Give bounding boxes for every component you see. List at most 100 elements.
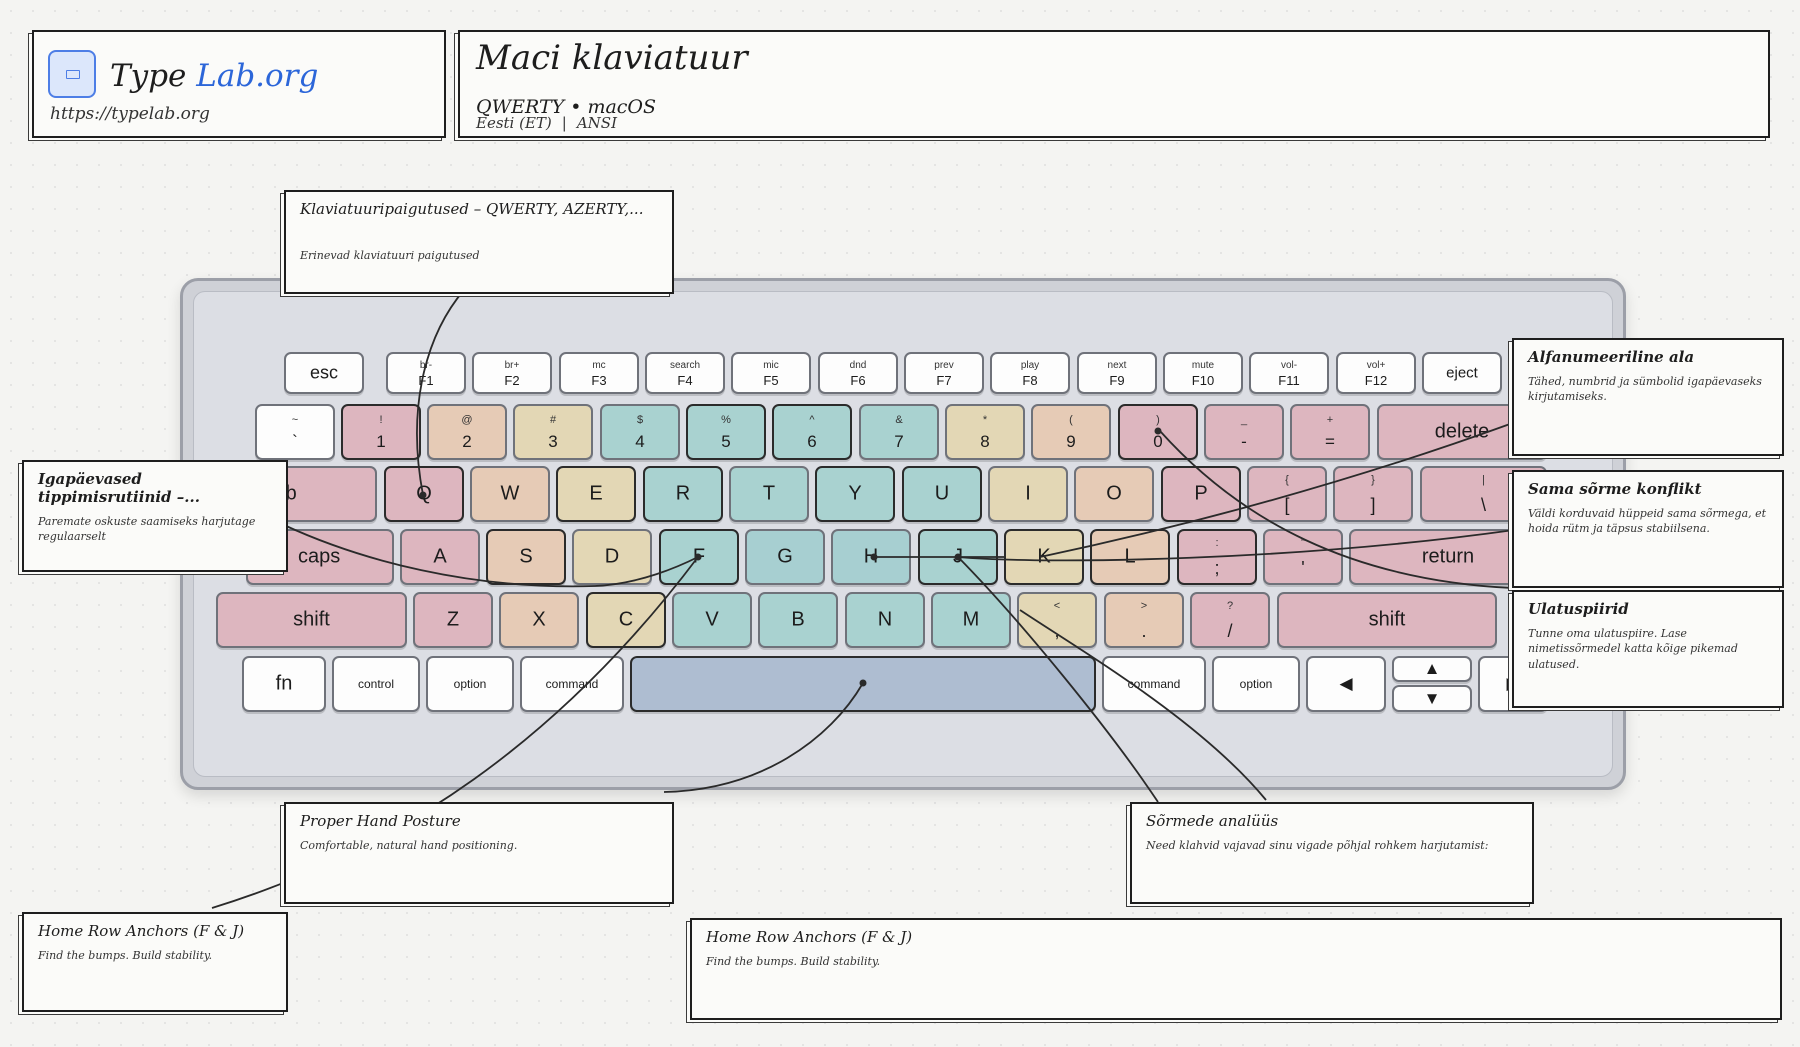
- key-m[interactable]: M: [931, 592, 1011, 648]
- arrow-left-icon: ◀: [1339, 674, 1353, 693]
- callout-anchors-bottom: Home Row Anchors (F & J) Find the bumps.…: [690, 918, 1782, 1020]
- key-fn[interactable]: fn: [242, 656, 326, 712]
- key-2[interactable]: @2: [427, 404, 507, 460]
- callout-anchors-bottom-body: Find the bumps. Build stability.: [706, 955, 881, 968]
- logo-url[interactable]: https://typelab.org: [50, 104, 210, 124]
- key-b[interactable]: B: [758, 592, 838, 648]
- key-h[interactable]: H: [831, 529, 911, 585]
- key-y[interactable]: Y: [815, 466, 895, 522]
- key-f2[interactable]: br+F2: [472, 352, 552, 394]
- key-3[interactable]: #3: [513, 404, 593, 460]
- key-command-left[interactable]: command: [520, 656, 624, 712]
- key-comma[interactable]: <,: [1017, 592, 1097, 648]
- key-0[interactable]: )0: [1118, 404, 1198, 460]
- callout-anchors-left-title: Home Row Anchors (F & J): [38, 922, 245, 940]
- key-8[interactable]: *8: [945, 404, 1025, 460]
- key-w[interactable]: W: [470, 466, 550, 522]
- key-backtick[interactable]: ~`: [255, 404, 335, 460]
- key-4[interactable]: $4: [600, 404, 680, 460]
- layout-subtitle: QWERTY • macOS: [476, 96, 657, 118]
- key-p[interactable]: P: [1161, 466, 1241, 522]
- callout-layouts-title: Klaviatuuripaigutused – QWERTY, AZERTY,.…: [300, 200, 644, 218]
- callout-fingers-title: Sõrmede analüüs: [1146, 812, 1279, 830]
- key-period[interactable]: >.: [1104, 592, 1184, 648]
- key-i[interactable]: I: [988, 466, 1068, 522]
- key-l[interactable]: L: [1090, 529, 1170, 585]
- key-9[interactable]: (9: [1031, 404, 1111, 460]
- key-rbracket[interactable]: }]: [1333, 466, 1413, 522]
- key-semicolon[interactable]: :;: [1177, 529, 1257, 585]
- key-eject[interactable]: eject: [1422, 352, 1502, 394]
- callout-routine-title: Igapäevased tippimisrutiinid –...: [38, 470, 200, 506]
- callout-layouts-body: Erinevad klaviatuuri paigutused: [300, 249, 480, 262]
- key-j[interactable]: J: [918, 529, 998, 585]
- callout-layouts: Klaviatuuripaigutused – QWERTY, AZERTY,.…: [284, 190, 674, 294]
- callout-fingers-body: Need klahvid vajavad sinu vigade põhjal …: [1146, 839, 1489, 852]
- key-q[interactable]: Q: [384, 466, 464, 522]
- callout-samefinger-body: Väldi korduvaid hüppeid sama sõrmega, et…: [1528, 507, 1767, 536]
- standard-label: ANSI: [576, 114, 618, 132]
- key-e[interactable]: E: [556, 466, 636, 522]
- key-option-right[interactable]: option: [1212, 656, 1300, 712]
- callout-posture-body: Comfortable, natural hand positioning.: [300, 839, 518, 852]
- key-quote[interactable]: "': [1263, 529, 1343, 585]
- key-v[interactable]: V: [672, 592, 752, 648]
- key-n[interactable]: N: [845, 592, 925, 648]
- key-c[interactable]: C: [586, 592, 666, 648]
- key-control[interactable]: control: [332, 656, 420, 712]
- key-slash[interactable]: ?/: [1190, 592, 1270, 648]
- key-shift-left[interactable]: shift: [216, 592, 407, 648]
- key-a[interactable]: A: [400, 529, 480, 585]
- key-equals[interactable]: +=: [1290, 404, 1370, 460]
- key-1[interactable]: !1: [341, 404, 421, 460]
- key-arrow-up[interactable]: ▲: [1392, 656, 1472, 682]
- callout-reach: Ulatuspiirid Tunne oma ulatuspiire. Lase…: [1512, 590, 1784, 708]
- key-d[interactable]: D: [572, 529, 652, 585]
- key-space[interactable]: [630, 656, 1096, 712]
- key-u[interactable]: U: [902, 466, 982, 522]
- key-s[interactable]: S: [486, 529, 566, 585]
- callout-reach-body: Tunne oma ulatuspiire. Lase nimetissõrme…: [1528, 627, 1738, 671]
- key-5[interactable]: %5: [686, 404, 766, 460]
- key-o[interactable]: O: [1074, 466, 1154, 522]
- key-shift-right[interactable]: shift: [1277, 592, 1497, 648]
- page-title: Maci klaviatuur: [476, 38, 748, 78]
- key-t[interactable]: T: [729, 466, 809, 522]
- key-k[interactable]: K: [1004, 529, 1084, 585]
- callout-anchors-bottom-title: Home Row Anchors (F & J): [706, 928, 913, 946]
- key-command-right[interactable]: command: [1102, 656, 1206, 712]
- key-f12[interactable]: vol+F12: [1336, 352, 1416, 394]
- key-r[interactable]: R: [643, 466, 723, 522]
- key-7[interactable]: &7: [859, 404, 939, 460]
- callout-alnum-title: Alfanumeeriline ala: [1528, 348, 1695, 366]
- key-f1[interactable]: br-F1: [386, 352, 466, 394]
- key-arrow-down[interactable]: ▼: [1392, 685, 1472, 712]
- key-g[interactable]: G: [745, 529, 825, 585]
- callout-anchors-left-body: Find the bumps. Build stability.: [38, 949, 213, 962]
- callout-reach-title: Ulatuspiirid: [1528, 600, 1629, 618]
- key-f[interactable]: F: [659, 529, 739, 585]
- key-z[interactable]: Z: [413, 592, 493, 648]
- key-minus[interactable]: _-: [1204, 404, 1284, 460]
- callout-samefinger-title: Sama sõrme konflikt: [1528, 480, 1702, 498]
- key-6[interactable]: ^6: [772, 404, 852, 460]
- callout-alnum-body: Tähed, numbrid ja sümbolid igapäevaseks …: [1528, 375, 1762, 404]
- callout-routine: Igapäevased tippimisrutiinid –... Parema…: [22, 460, 288, 572]
- language-label: Eesti (ET): [476, 114, 552, 132]
- key-arrow-left[interactable]: ◀: [1306, 656, 1386, 712]
- key-esc[interactable]: esc: [284, 352, 364, 394]
- key-option-left[interactable]: option: [426, 656, 514, 712]
- logo-text[interactable]: Type Lab.org: [110, 58, 319, 94]
- key-x[interactable]: X: [499, 592, 579, 648]
- callout-fingers: Sõrmede analüüs Need klahvid vajavad sin…: [1130, 802, 1534, 904]
- key-f11[interactable]: vol-F11: [1249, 352, 1329, 394]
- key-lbracket[interactable]: {[: [1247, 466, 1327, 522]
